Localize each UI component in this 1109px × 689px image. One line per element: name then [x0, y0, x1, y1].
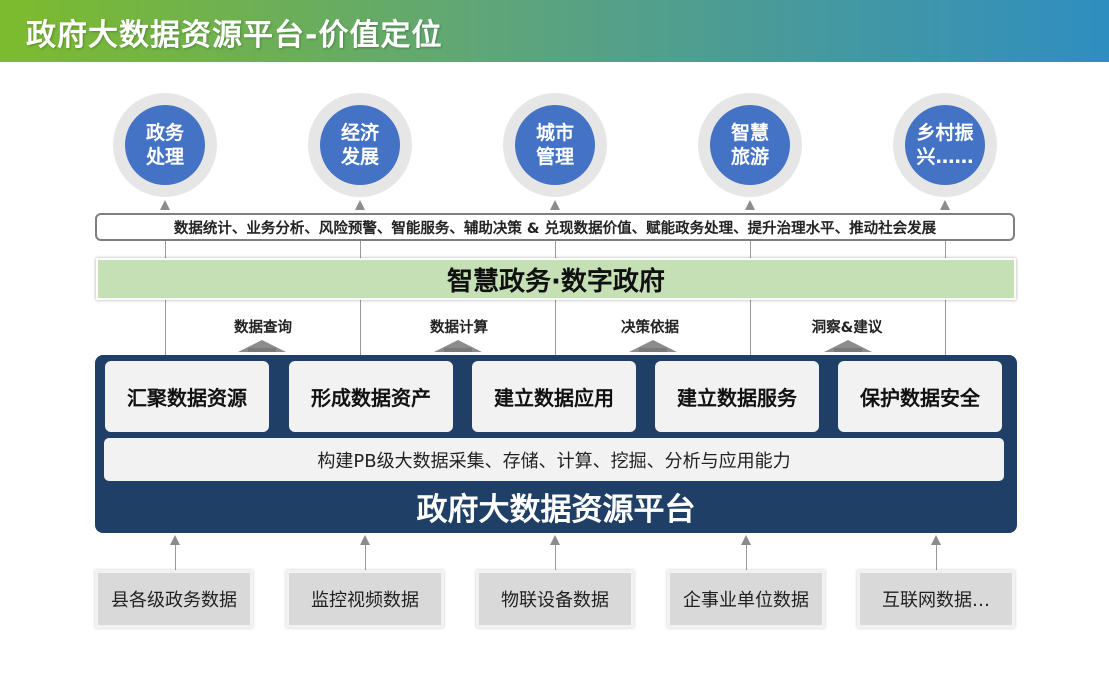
up-arrow-icon	[629, 340, 677, 352]
capability-box: 建立数据应用	[472, 361, 636, 432]
connector-line	[936, 543, 937, 570]
scenario-label-line2: 管理	[535, 146, 574, 168]
scenario-circle-rural: 乡村振 兴……	[893, 93, 997, 197]
arrow-up-icon	[550, 535, 560, 545]
arrow-up-icon	[160, 200, 170, 210]
connector-line	[365, 543, 366, 570]
capability-box: 保护数据安全	[838, 361, 1002, 432]
scenario-circle-economy: 经济 发展	[308, 93, 412, 197]
flow-label-decision: 决策依据	[621, 320, 679, 336]
scenario-label-line1: 经济	[340, 122, 379, 144]
capability-box: 汇聚数据资源	[105, 361, 269, 432]
scenario-label-line2: 处理	[145, 146, 184, 168]
scenario-label-line2: 旅游	[730, 146, 769, 168]
scenario-circle-city: 城市 管理	[503, 93, 607, 197]
connector-line	[746, 543, 747, 570]
capability-box: 建立数据服务	[655, 361, 819, 432]
scenario-circle-tourism: 智慧 旅游	[698, 93, 802, 197]
scenario-label-line1: 政务	[145, 122, 184, 144]
platform-title: 政府大数据资源平台	[416, 492, 696, 528]
capability-box: 形成数据资产	[289, 361, 453, 432]
arrow-up-icon	[550, 200, 560, 210]
flow-label-insight: 洞察&建议	[811, 320, 883, 336]
arrow-up-icon	[360, 535, 370, 545]
smart-gov-label: 智慧政务·数字政府	[447, 266, 665, 297]
up-arrow-icon	[824, 340, 872, 352]
capability-bar: 构建PB级大数据采集、存储、计算、挖掘、分析与应用能力	[104, 438, 1004, 481]
capability-bar-text: 构建PB级大数据采集、存储、计算、挖掘、分析与应用能力	[317, 450, 791, 472]
scenario-label-line2: 兴……	[916, 146, 974, 168]
scenario-label-line2: 发展	[340, 146, 379, 168]
connector-line	[175, 543, 176, 570]
value-statement-box: 数据统计、业务分析、风险预警、智能服务、辅助决策 & 兑现数据价值、赋能政务处理…	[95, 213, 1015, 241]
arrow-up-icon	[745, 200, 755, 210]
scenario-label-line1: 智慧	[730, 122, 769, 144]
value-statement: 数据统计、业务分析、风险预警、智能服务、辅助决策 & 兑现数据价值、赋能政务处理…	[173, 220, 937, 237]
flow-label-compute: 数据计算	[430, 320, 488, 336]
up-arrow-icon	[238, 340, 286, 352]
arrow-up-icon	[940, 200, 950, 210]
title-banner: 政府大数据资源平台-价值定位	[0, 0, 1109, 62]
smart-gov-banner: 智慧政务·数字政府	[96, 258, 1016, 300]
connector-line	[555, 543, 556, 570]
page-title: 政府大数据资源平台-价值定位	[26, 18, 443, 53]
data-source-box: 互联网数据…	[857, 570, 1015, 628]
flow-label-query: 数据查询	[234, 320, 292, 336]
data-source-box: 物联设备数据	[476, 570, 634, 628]
up-arrow-icon	[434, 340, 482, 352]
data-source-box: 企事业单位数据	[667, 570, 825, 628]
arrow-up-icon	[741, 535, 751, 545]
arrow-up-icon	[355, 200, 365, 210]
scenario-label-line1: 城市	[535, 122, 574, 144]
arrow-up-icon	[931, 535, 941, 545]
scenario-circle-gov: 政务 处理	[113, 93, 217, 197]
data-source-box: 县各级政务数据	[95, 570, 253, 628]
scenario-label-line1: 乡村振	[916, 122, 974, 144]
data-source-box: 监控视频数据	[286, 570, 444, 628]
arrow-up-icon	[170, 535, 180, 545]
